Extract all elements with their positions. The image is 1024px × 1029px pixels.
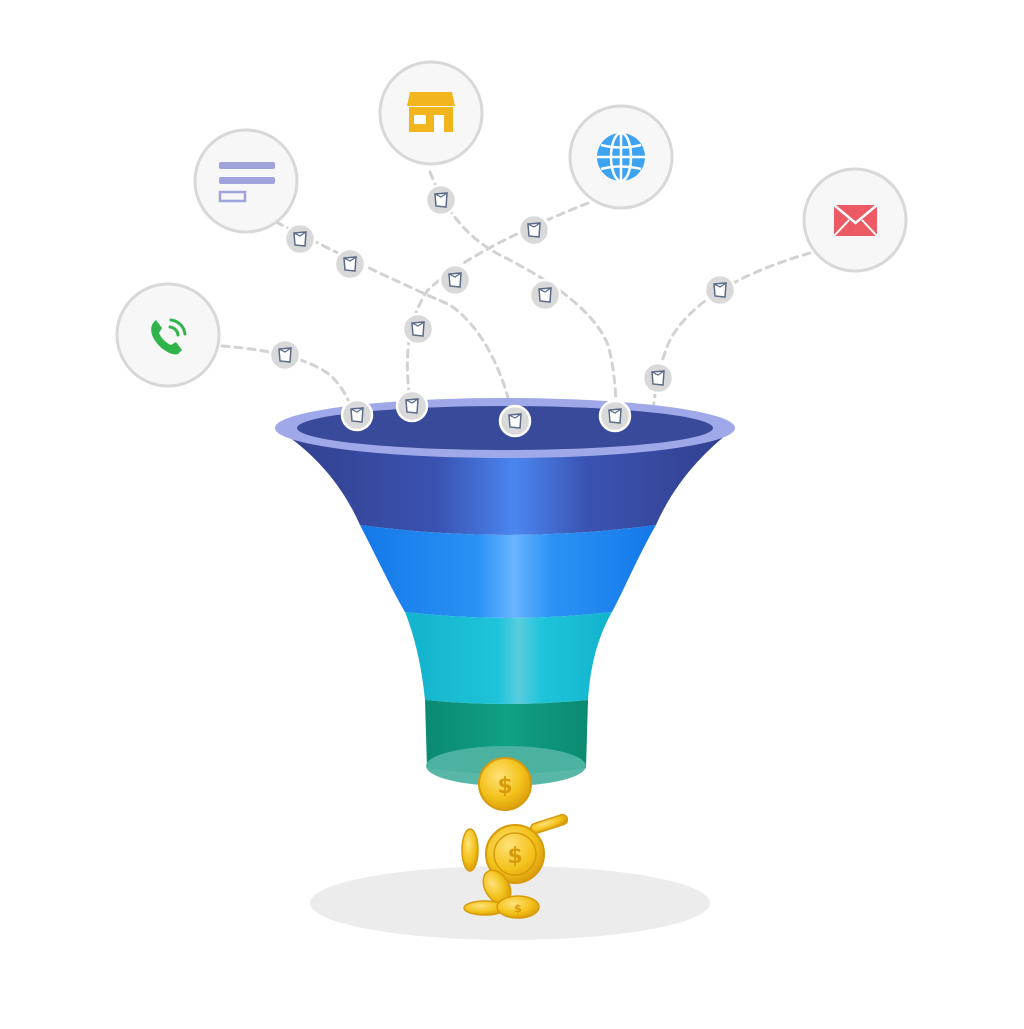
channel-store xyxy=(378,60,484,166)
flow-path-form xyxy=(274,220,520,442)
lead-token-icon xyxy=(395,389,429,423)
globe-icon xyxy=(597,131,645,183)
funnel-stage-2 xyxy=(360,525,656,618)
funnel xyxy=(275,398,735,786)
svg-text:$: $ xyxy=(507,844,522,869)
svg-text:$: $ xyxy=(497,774,512,799)
dollar-coin-icon xyxy=(529,813,569,835)
lead-token-icon xyxy=(641,361,675,395)
svg-text:$: $ xyxy=(514,902,522,915)
flow-path-mail xyxy=(650,251,812,442)
form-icon xyxy=(218,162,275,203)
lead-token-icon xyxy=(517,213,551,247)
lead-tokens xyxy=(268,183,737,395)
lead-token-icon xyxy=(528,278,562,312)
lead-token-icon xyxy=(498,404,532,438)
flow-path-store xyxy=(428,170,618,442)
dollar-coin-icon: $ xyxy=(478,757,532,811)
lead-token-icon xyxy=(401,312,435,346)
dollar-coin-icon xyxy=(461,828,479,872)
phone-icon xyxy=(151,318,187,355)
dollar-coin-icon: $ xyxy=(485,824,545,884)
channel-phone xyxy=(115,282,221,388)
lead-token-icon xyxy=(438,263,472,297)
channel-form xyxy=(193,128,299,234)
lead-token-icon xyxy=(340,398,374,432)
lead-token-icon xyxy=(424,183,458,217)
lead-token-icon xyxy=(703,273,737,307)
phone-badge xyxy=(115,282,221,388)
funnel-stage-3 xyxy=(405,612,612,704)
entering-lead-tokens xyxy=(340,389,632,438)
channel-globe xyxy=(568,104,674,210)
dollar-coin-icon: $ xyxy=(496,895,540,919)
lead-token-icon xyxy=(333,247,367,281)
lead-token-icon xyxy=(598,399,632,433)
channel-mail xyxy=(802,167,908,273)
lead-token-icon xyxy=(283,222,317,256)
mail-icon xyxy=(833,204,878,237)
store-icon xyxy=(407,92,455,132)
funnel-stage-1 xyxy=(276,428,735,535)
lead-token-icon xyxy=(268,338,302,372)
revenue-coins: $ $ $ xyxy=(461,757,569,919)
